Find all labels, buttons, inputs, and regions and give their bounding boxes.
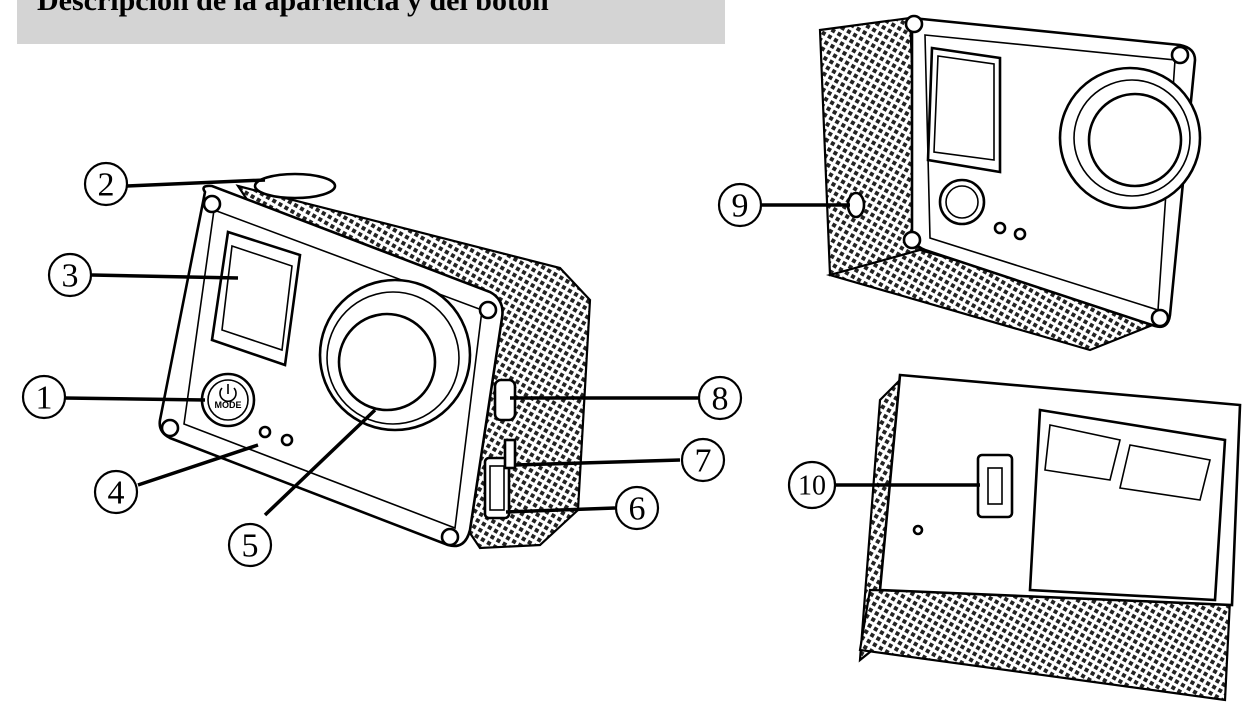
screw xyxy=(904,14,924,34)
camera-main-view: MODE xyxy=(158,172,592,550)
callout-label: 4 xyxy=(108,475,125,512)
lens-ring xyxy=(326,291,460,425)
screw xyxy=(1150,308,1170,328)
leader-line-6 xyxy=(505,506,616,514)
camera-battery-bottom-mesh xyxy=(858,588,1232,702)
indicator-led xyxy=(280,433,294,447)
callout-3: 3 xyxy=(47,252,93,298)
mode-label: MODE xyxy=(215,400,242,410)
rear-mode-button-ring xyxy=(945,185,979,219)
battery-door xyxy=(1028,408,1227,602)
screw xyxy=(202,194,222,214)
indicator-led xyxy=(993,221,1007,235)
callout-label: 7 xyxy=(695,443,712,480)
callout-label: 2 xyxy=(98,167,115,204)
callout-label: 8 xyxy=(712,381,729,418)
indicator-led xyxy=(1013,227,1027,241)
indicator-led xyxy=(258,425,272,439)
power-mode-button-ring xyxy=(207,379,249,421)
leader-line-1 xyxy=(63,396,206,402)
screw xyxy=(902,230,922,250)
callout-label: 10 xyxy=(798,471,826,502)
camera-front-inner xyxy=(183,208,483,530)
callout-2: 2 xyxy=(83,161,129,207)
callout-4: 4 xyxy=(93,469,139,515)
screw xyxy=(440,527,460,547)
usb-port-inner xyxy=(987,467,1003,505)
hdmi-slot xyxy=(489,465,505,511)
callout-label: 9 xyxy=(732,188,749,225)
battery-detail xyxy=(1044,424,1211,501)
callout-label: 3 xyxy=(62,258,79,295)
status-screen xyxy=(210,230,302,367)
callout-9: 9 xyxy=(717,182,763,228)
power-icon xyxy=(219,384,237,403)
camera-rear-view xyxy=(818,14,1202,352)
rear-screen xyxy=(926,46,1002,174)
callout-1: 1 xyxy=(21,374,67,420)
side-mic-hole xyxy=(846,191,866,219)
leader-line-2 xyxy=(126,178,266,188)
title-banner: Descripción de la apariencia y del botón xyxy=(17,0,725,44)
screw xyxy=(478,300,498,320)
side-port-lower xyxy=(483,456,511,520)
callout-5: 5 xyxy=(227,522,273,568)
reset-hole xyxy=(912,524,924,536)
leader-line-3 xyxy=(91,273,239,280)
leader-line-4 xyxy=(137,443,259,487)
callout-label: 6 xyxy=(629,491,646,528)
callout-6: 6 xyxy=(614,485,660,531)
screw xyxy=(1170,45,1190,65)
status-screen-inner xyxy=(221,244,293,352)
leader-line-7 xyxy=(514,458,681,467)
camera-battery-view xyxy=(858,373,1242,702)
rear-screen-inner xyxy=(933,55,995,161)
rear-lens-glass xyxy=(1087,92,1183,188)
callout-8: 8 xyxy=(697,375,743,421)
side-port-upper xyxy=(493,378,517,422)
callout-7: 7 xyxy=(680,437,726,483)
callout-10: 10 xyxy=(787,460,837,510)
screw xyxy=(160,418,180,438)
leader-lines xyxy=(63,178,980,517)
callout-label: 1 xyxy=(36,380,53,417)
lens-glass xyxy=(337,312,437,412)
rear-lens-ring xyxy=(1073,79,1191,197)
sd-slot xyxy=(503,438,517,470)
shutter-button-shape xyxy=(253,172,337,200)
page-title: Descripción de la apariencia y del botón xyxy=(37,0,549,17)
usb-port xyxy=(976,453,1014,519)
leader-line-5 xyxy=(263,408,377,517)
callout-label: 5 xyxy=(242,528,259,565)
